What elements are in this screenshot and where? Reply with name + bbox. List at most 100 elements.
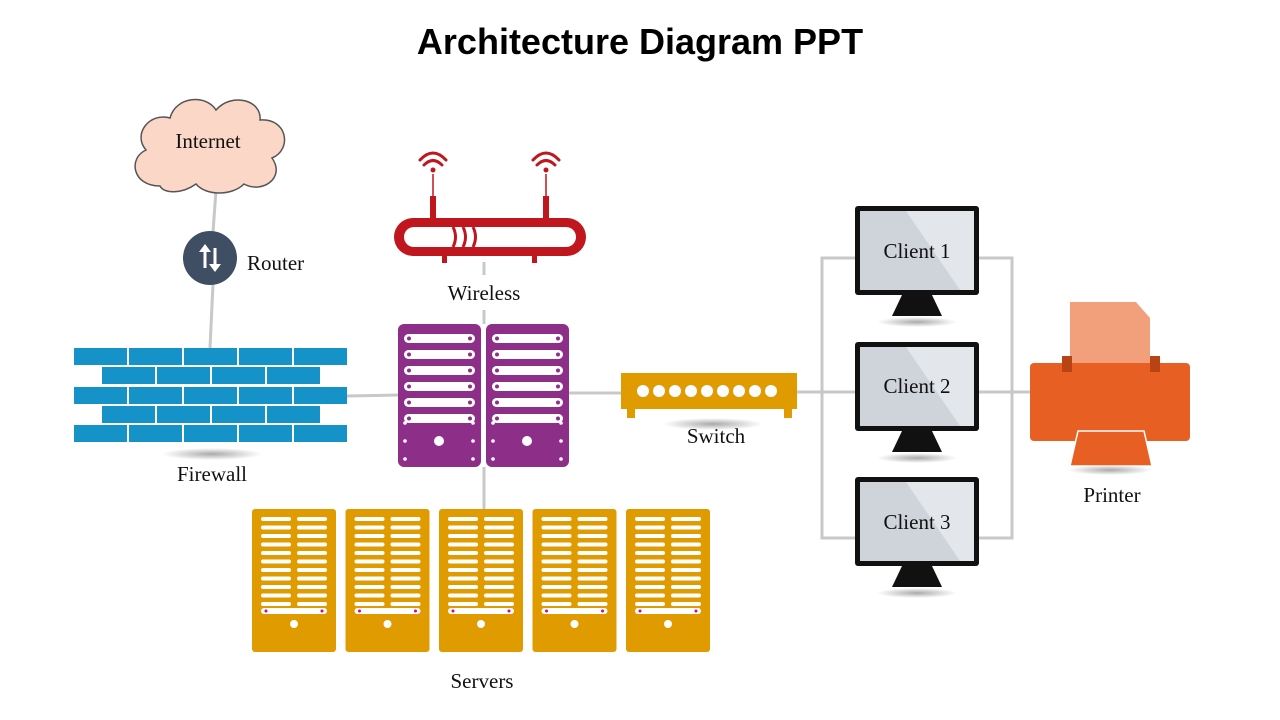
vent-line [448,542,478,547]
vent-line [261,602,291,606]
vent-line [390,602,421,606]
vent-line [354,593,385,598]
vent-line [484,542,514,547]
vent-line [448,585,478,589]
drive-bay [541,608,608,614]
monitor-shadow [877,317,957,327]
firewall-shadow [162,448,262,460]
vent-line [297,517,327,521]
monitor-stand [892,566,942,587]
indicator-dot [471,421,475,425]
monitor-icon-2 [855,342,979,463]
edge-firewall-server [346,393,399,398]
vent-line [297,525,327,530]
vent-line [541,576,572,581]
vent-line [354,568,385,572]
vent-line [635,551,665,555]
slot-led [468,336,472,341]
vent-line [261,593,291,598]
slot-led [468,416,472,421]
switch-port [701,385,713,397]
vent-line [354,585,385,589]
vent-line [261,576,291,581]
vent-line [261,551,291,555]
drive-led [638,609,642,613]
client1-label: Client 1 [883,239,950,263]
indicator-dot [471,439,475,443]
slot-led [468,384,472,389]
server-slot [492,414,563,423]
vent-line [541,559,572,564]
vent-line [448,602,478,606]
screen-glare [906,482,974,561]
switch-port [749,385,761,397]
server-slot [404,366,475,375]
vent-line [390,534,421,538]
vent-line [484,559,514,564]
router-label: Router [247,251,304,275]
slot-led [407,400,411,405]
page-title: Architecture Diagram PPT [417,21,863,62]
vent-line [448,559,478,564]
vent-line [484,525,514,530]
drive-led [414,609,417,613]
brick [239,348,292,365]
edge-router-firewall [208,283,215,349]
power-button [570,620,579,628]
switch-port [733,385,745,397]
monitor-icon-3 [855,477,979,598]
vent-line [354,559,385,564]
brick [74,425,127,442]
vent-line [297,559,327,564]
vent-line [484,576,514,581]
slot-led [556,352,560,357]
server-slot [404,382,475,391]
vent-line [297,593,327,598]
screen-glare [906,211,974,290]
servers-label: Servers [451,669,514,693]
router-icon [183,231,237,285]
vent-line [297,568,327,572]
edge-internet-router [211,189,218,233]
brick [157,367,210,384]
vent-line [354,542,385,547]
vent-line [484,551,514,555]
vent-line [448,576,478,581]
indicator-dot [559,457,563,461]
vent-line [448,593,478,598]
vent-line [484,517,514,521]
vent-line [577,576,608,581]
vent-line [541,517,572,521]
brick [74,348,127,365]
vent-line [484,585,514,589]
vent-line [390,593,421,598]
slot-led [556,336,560,341]
switch-label: Switch [687,424,746,448]
vent-line [390,551,421,555]
drive-led [601,609,604,613]
server-rack [252,509,710,652]
slot-led [407,352,411,357]
slot-led [495,368,499,373]
vent-line [635,602,665,606]
server-slot [404,414,475,423]
brick [267,367,320,384]
switch-port [637,385,649,397]
vent-line [261,585,291,589]
vent-line [354,534,385,538]
server-half [486,324,569,467]
main-server-icon [398,324,569,467]
vent-line [671,542,701,547]
brick [239,425,292,442]
vent-line [671,593,701,598]
vent-line [261,559,291,564]
indicator-dot [471,457,475,461]
vent-line [354,525,385,530]
vent-line [635,559,665,564]
monitor-shadow [877,588,957,598]
vent-line [635,525,665,530]
indicator-dot [403,439,407,443]
monitor-shadow [877,453,957,463]
server-slot [492,334,563,343]
brick [184,425,237,442]
